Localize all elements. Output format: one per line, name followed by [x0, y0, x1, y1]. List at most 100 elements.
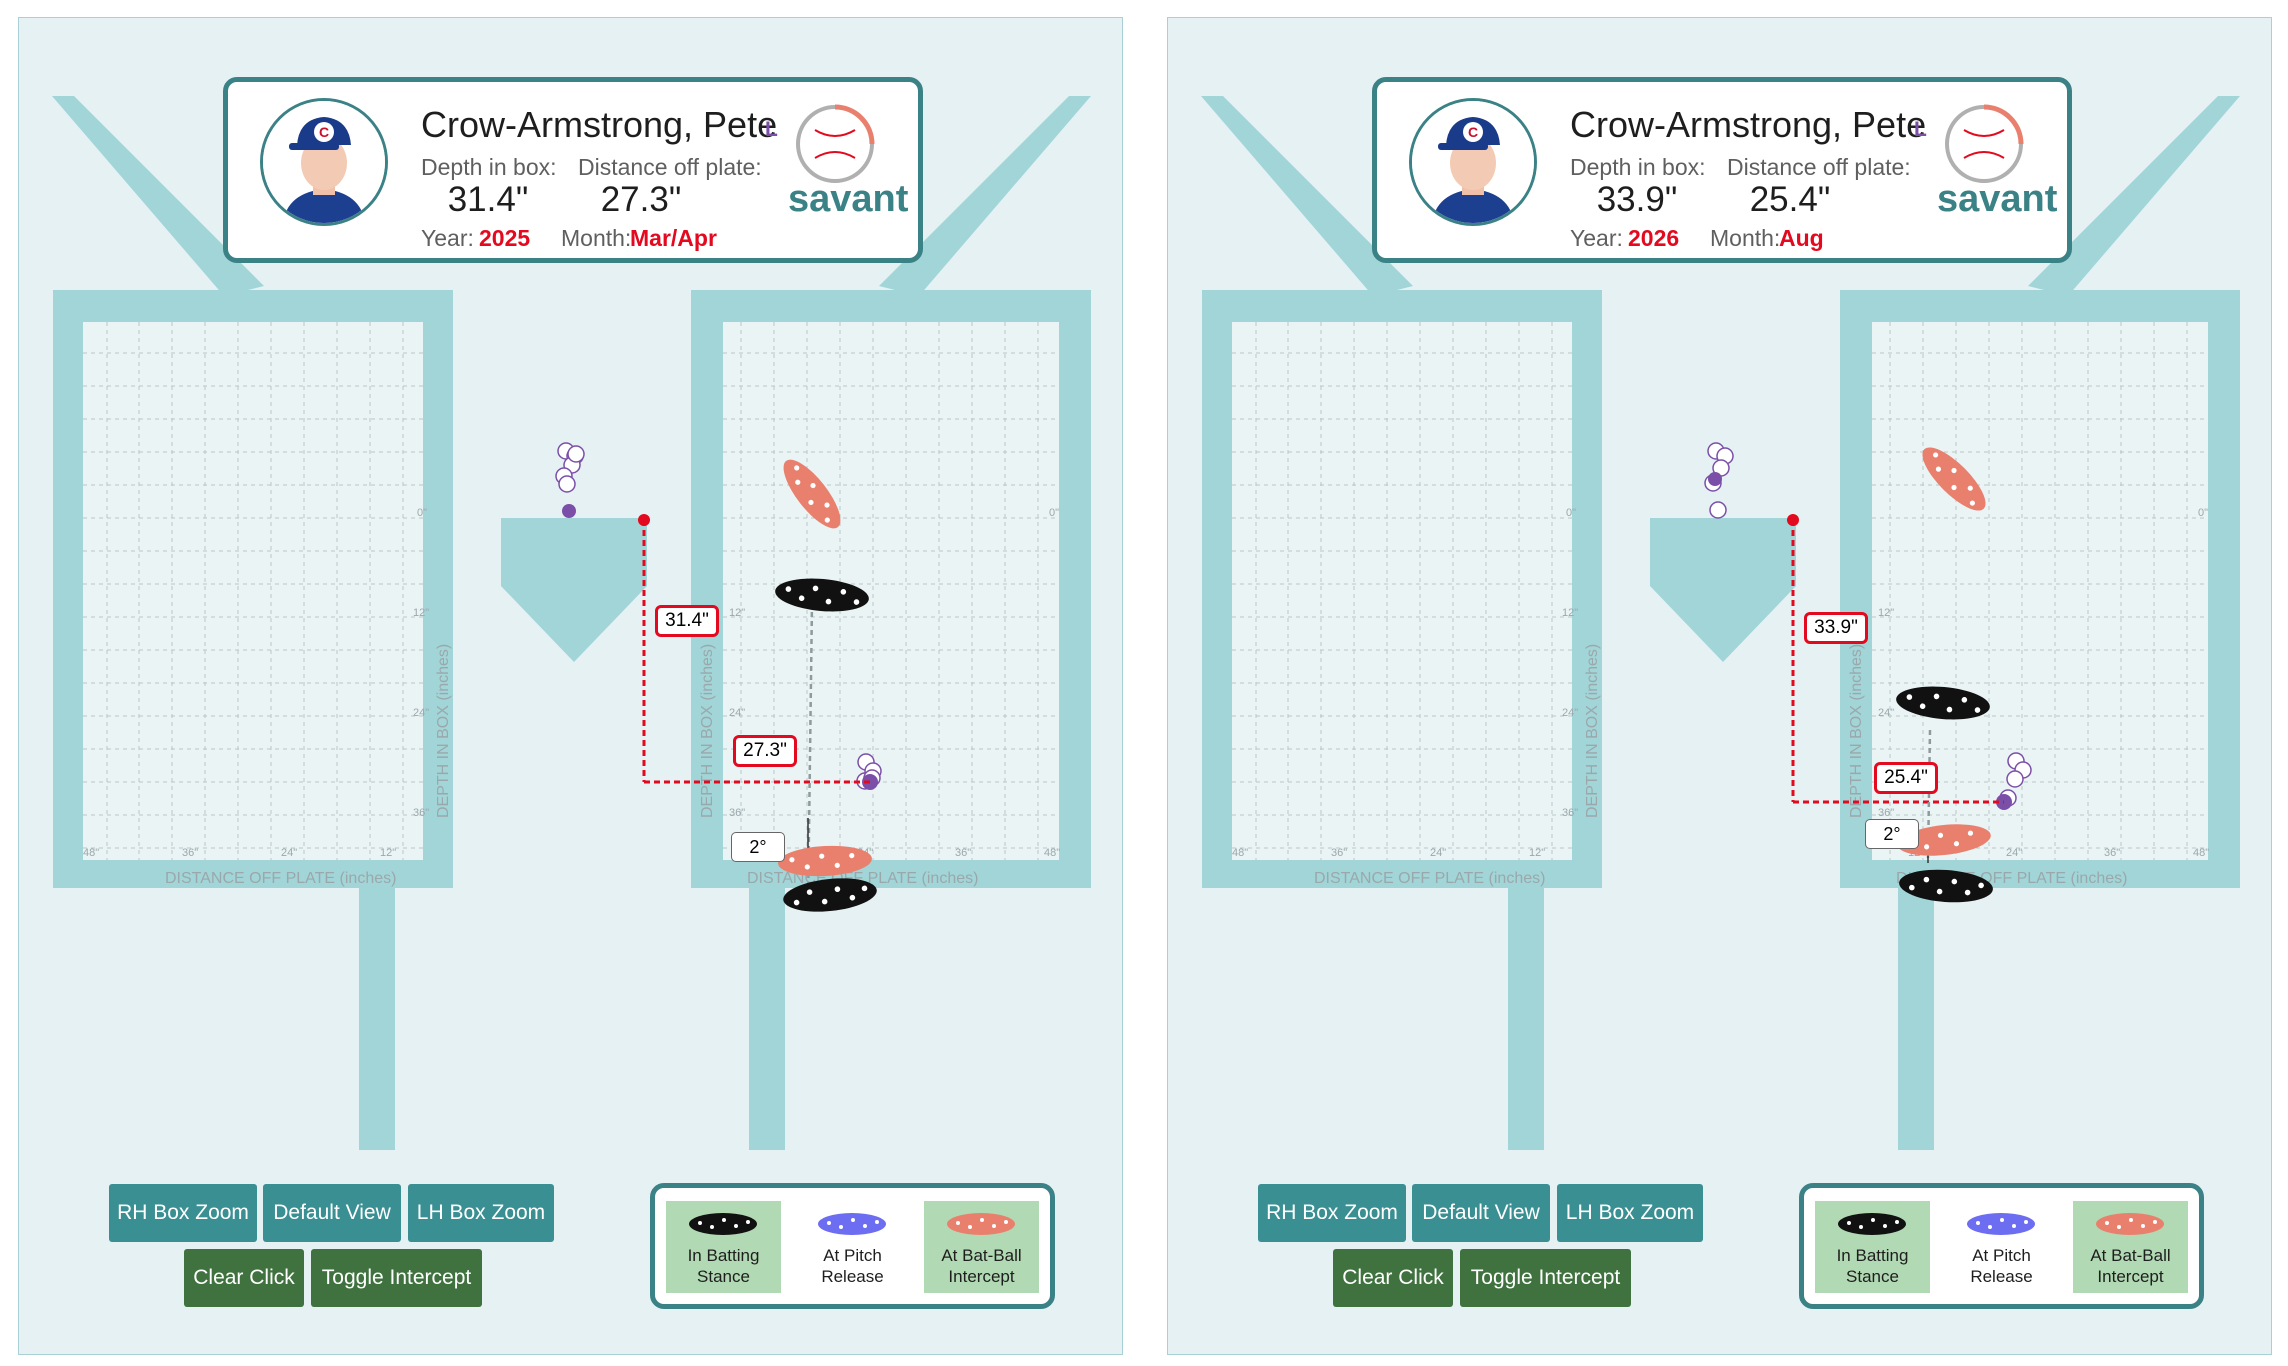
rh-box-zoom-button[interactable]: RH Box Zoom	[109, 1184, 257, 1242]
depth-tick: 0"	[1049, 507, 1059, 519]
depth-measure-label: 33.9"	[1804, 612, 1868, 644]
cleat-legend: In Batting Stance At Pitch Release At Ba…	[650, 1183, 1055, 1309]
batters-box-field: 0" 12" 24" 36" 48" 36" 24" 12" 0" 12" 24…	[52, 96, 1091, 1150]
legend-bat-ball-intercept[interactable]: At Bat-Ball Intercept	[924, 1201, 1039, 1293]
distance-measure-label: 25.4"	[1874, 762, 1938, 794]
release-cleat-icon	[818, 1213, 886, 1235]
distance-tick: 36"	[182, 847, 198, 859]
player-name: Crow-Armstrong, Pete	[421, 104, 778, 145]
legend-pitch-release-label: At Pitch Release	[821, 1246, 884, 1286]
batters-box-field: 0" 12" 24" 36" 48" 36" 24" 12" 0" 12" 24…	[1201, 96, 2240, 1150]
month-value: Aug	[1779, 225, 1824, 251]
player-header-card: C Crow-Armstrong, Pete L Depth in box: 3…	[1372, 77, 2072, 263]
lh-box-zoom-button[interactable]: LH Box Zoom	[1557, 1184, 1703, 1242]
batter-hand: L	[765, 118, 778, 141]
default-view-button[interactable]: Default View	[1412, 1184, 1550, 1242]
depth-axis-title: DEPTH IN BOX (inches)	[1584, 644, 1601, 818]
depth-tick: 12"	[729, 607, 745, 619]
clear-click-button[interactable]: Clear Click	[1333, 1249, 1453, 1307]
angle-label: 2°	[1865, 819, 1919, 849]
depth-tick: 24"	[1878, 707, 1894, 719]
distance-tick: 12"	[380, 847, 396, 859]
depth-tick: 0"	[1566, 507, 1576, 519]
legend-batting-stance-label: In Batting Stance	[687, 1246, 760, 1286]
toggle-intercept-button[interactable]: Toggle Intercept	[1460, 1249, 1631, 1307]
intercept-cleat-icon	[947, 1213, 1015, 1235]
default-view-button[interactable]: Default View	[263, 1184, 401, 1242]
depth-tick: 12"	[413, 607, 429, 619]
year-label: Year:	[421, 225, 474, 251]
lh-box-zoom-button[interactable]: LH Box Zoom	[408, 1184, 554, 1242]
legend-batting-stance-label: In Batting Stance	[1836, 1246, 1909, 1286]
savant-logo-text: savant	[788, 178, 909, 220]
distance-axis-title: DISTANCE OFF PLATE (inches)	[165, 870, 396, 887]
year-value: 2025	[479, 225, 531, 251]
clear-click-button[interactable]: Clear Click	[184, 1249, 304, 1307]
legend-batting-stance[interactable]: In Batting Stance	[666, 1201, 781, 1293]
home-plate	[1650, 518, 1796, 662]
legend-bat-ball-intercept[interactable]: At Bat-Ball Intercept	[2073, 1201, 2188, 1293]
distance-tick: 24"	[281, 847, 297, 859]
legend-bat-ball-intercept-label: At Bat-Ball Intercept	[2090, 1246, 2171, 1286]
cleat-legend: In Batting Stance At Pitch Release At Ba…	[1799, 1183, 2204, 1309]
batter-positioning-panel-1: 0" 12" 24" 36" 48" 36" 24" 12" 0" 12" 24…	[18, 17, 1123, 1355]
player-header-card: C Crow-Armstrong, Pete L Depth in box: 3…	[223, 77, 923, 263]
depth-tick: 12"	[1878, 607, 1894, 619]
depth-tick: 36"	[729, 807, 745, 819]
legend-bat-ball-intercept-label: At Bat-Ball Intercept	[941, 1246, 1022, 1286]
depth-axis-title: DEPTH IN BOX (inches)	[1848, 644, 1865, 818]
savant-logo-text: savant	[1937, 178, 2058, 220]
distance-label: Distance off plate:	[578, 154, 762, 180]
distance-measure-label: 27.3"	[733, 735, 797, 767]
depth-tick: 24"	[1562, 707, 1578, 719]
stance-cleat-icon	[1838, 1213, 1906, 1235]
distance-tick: 48"	[2193, 847, 2209, 859]
depth-measure-label: 31.4"	[655, 605, 719, 637]
depth-tick: 0"	[2198, 507, 2208, 519]
distance-tick: 36"	[1331, 847, 1347, 859]
distance-tick: 24"	[1430, 847, 1446, 859]
distance-value: 27.3"	[600, 180, 682, 219]
distance-tick: 48"	[1232, 847, 1248, 859]
year-label: Year:	[1570, 225, 1623, 251]
legend-pitch-release-label: At Pitch Release	[1970, 1246, 2033, 1286]
month-label: Month:	[1710, 225, 1781, 251]
player-name: Crow-Armstrong, Pete	[1570, 104, 1927, 145]
month-label: Month:	[561, 225, 632, 251]
legend-batting-stance[interactable]: In Batting Stance	[1815, 1201, 1930, 1293]
batter-hand: L	[1914, 118, 1927, 141]
month-value: Mar/Apr	[630, 225, 717, 251]
team-logo-text: C	[1468, 124, 1478, 140]
angle-label: 2°	[731, 832, 785, 862]
depth-tick: 24"	[729, 707, 745, 719]
depth-tick: 24"	[413, 707, 429, 719]
distance-value: 25.4"	[1749, 180, 1831, 219]
depth-tick: 36"	[413, 807, 429, 819]
depth-tick: 0"	[417, 507, 427, 519]
home-plate	[501, 518, 647, 662]
team-logo-text: C	[319, 124, 329, 140]
savant-baseball-icon	[1945, 104, 2024, 183]
distance-tick: 12"	[1529, 847, 1545, 859]
depth-tick: 36"	[1878, 807, 1894, 819]
toggle-intercept-button[interactable]: Toggle Intercept	[311, 1249, 482, 1307]
depth-tick: 36"	[1562, 807, 1578, 819]
distance-tick: 48"	[1044, 847, 1060, 859]
rh-box-zoom-button[interactable]: RH Box Zoom	[1258, 1184, 1406, 1242]
stance-cleat-icon	[689, 1213, 757, 1235]
intercept-cleat-icon	[2096, 1213, 2164, 1235]
depth-label: Depth in box:	[421, 154, 557, 180]
legend-pitch-release[interactable]: At Pitch Release	[795, 1201, 910, 1293]
distance-label: Distance off plate:	[1727, 154, 1911, 180]
batter-positioning-panel-2: 0" 12" 24" 36" 48" 36" 24" 12" 0" 12" 24…	[1167, 17, 2272, 1355]
year-value: 2026	[1628, 225, 1680, 251]
legend-pitch-release[interactable]: At Pitch Release	[1944, 1201, 2059, 1293]
player-avatar: C	[1409, 98, 1537, 226]
depth-value: 31.4"	[447, 180, 529, 219]
depth-axis-title: DEPTH IN BOX (inches)	[699, 644, 716, 818]
release-cleat-icon	[1967, 1213, 2035, 1235]
depth-axis-title: DEPTH IN BOX (inches)	[435, 644, 452, 818]
distance-tick: 36"	[955, 847, 971, 859]
depth-tick: 12"	[1562, 607, 1578, 619]
distance-axis-title: DISTANCE OFF PLATE (inches)	[1314, 870, 1545, 887]
